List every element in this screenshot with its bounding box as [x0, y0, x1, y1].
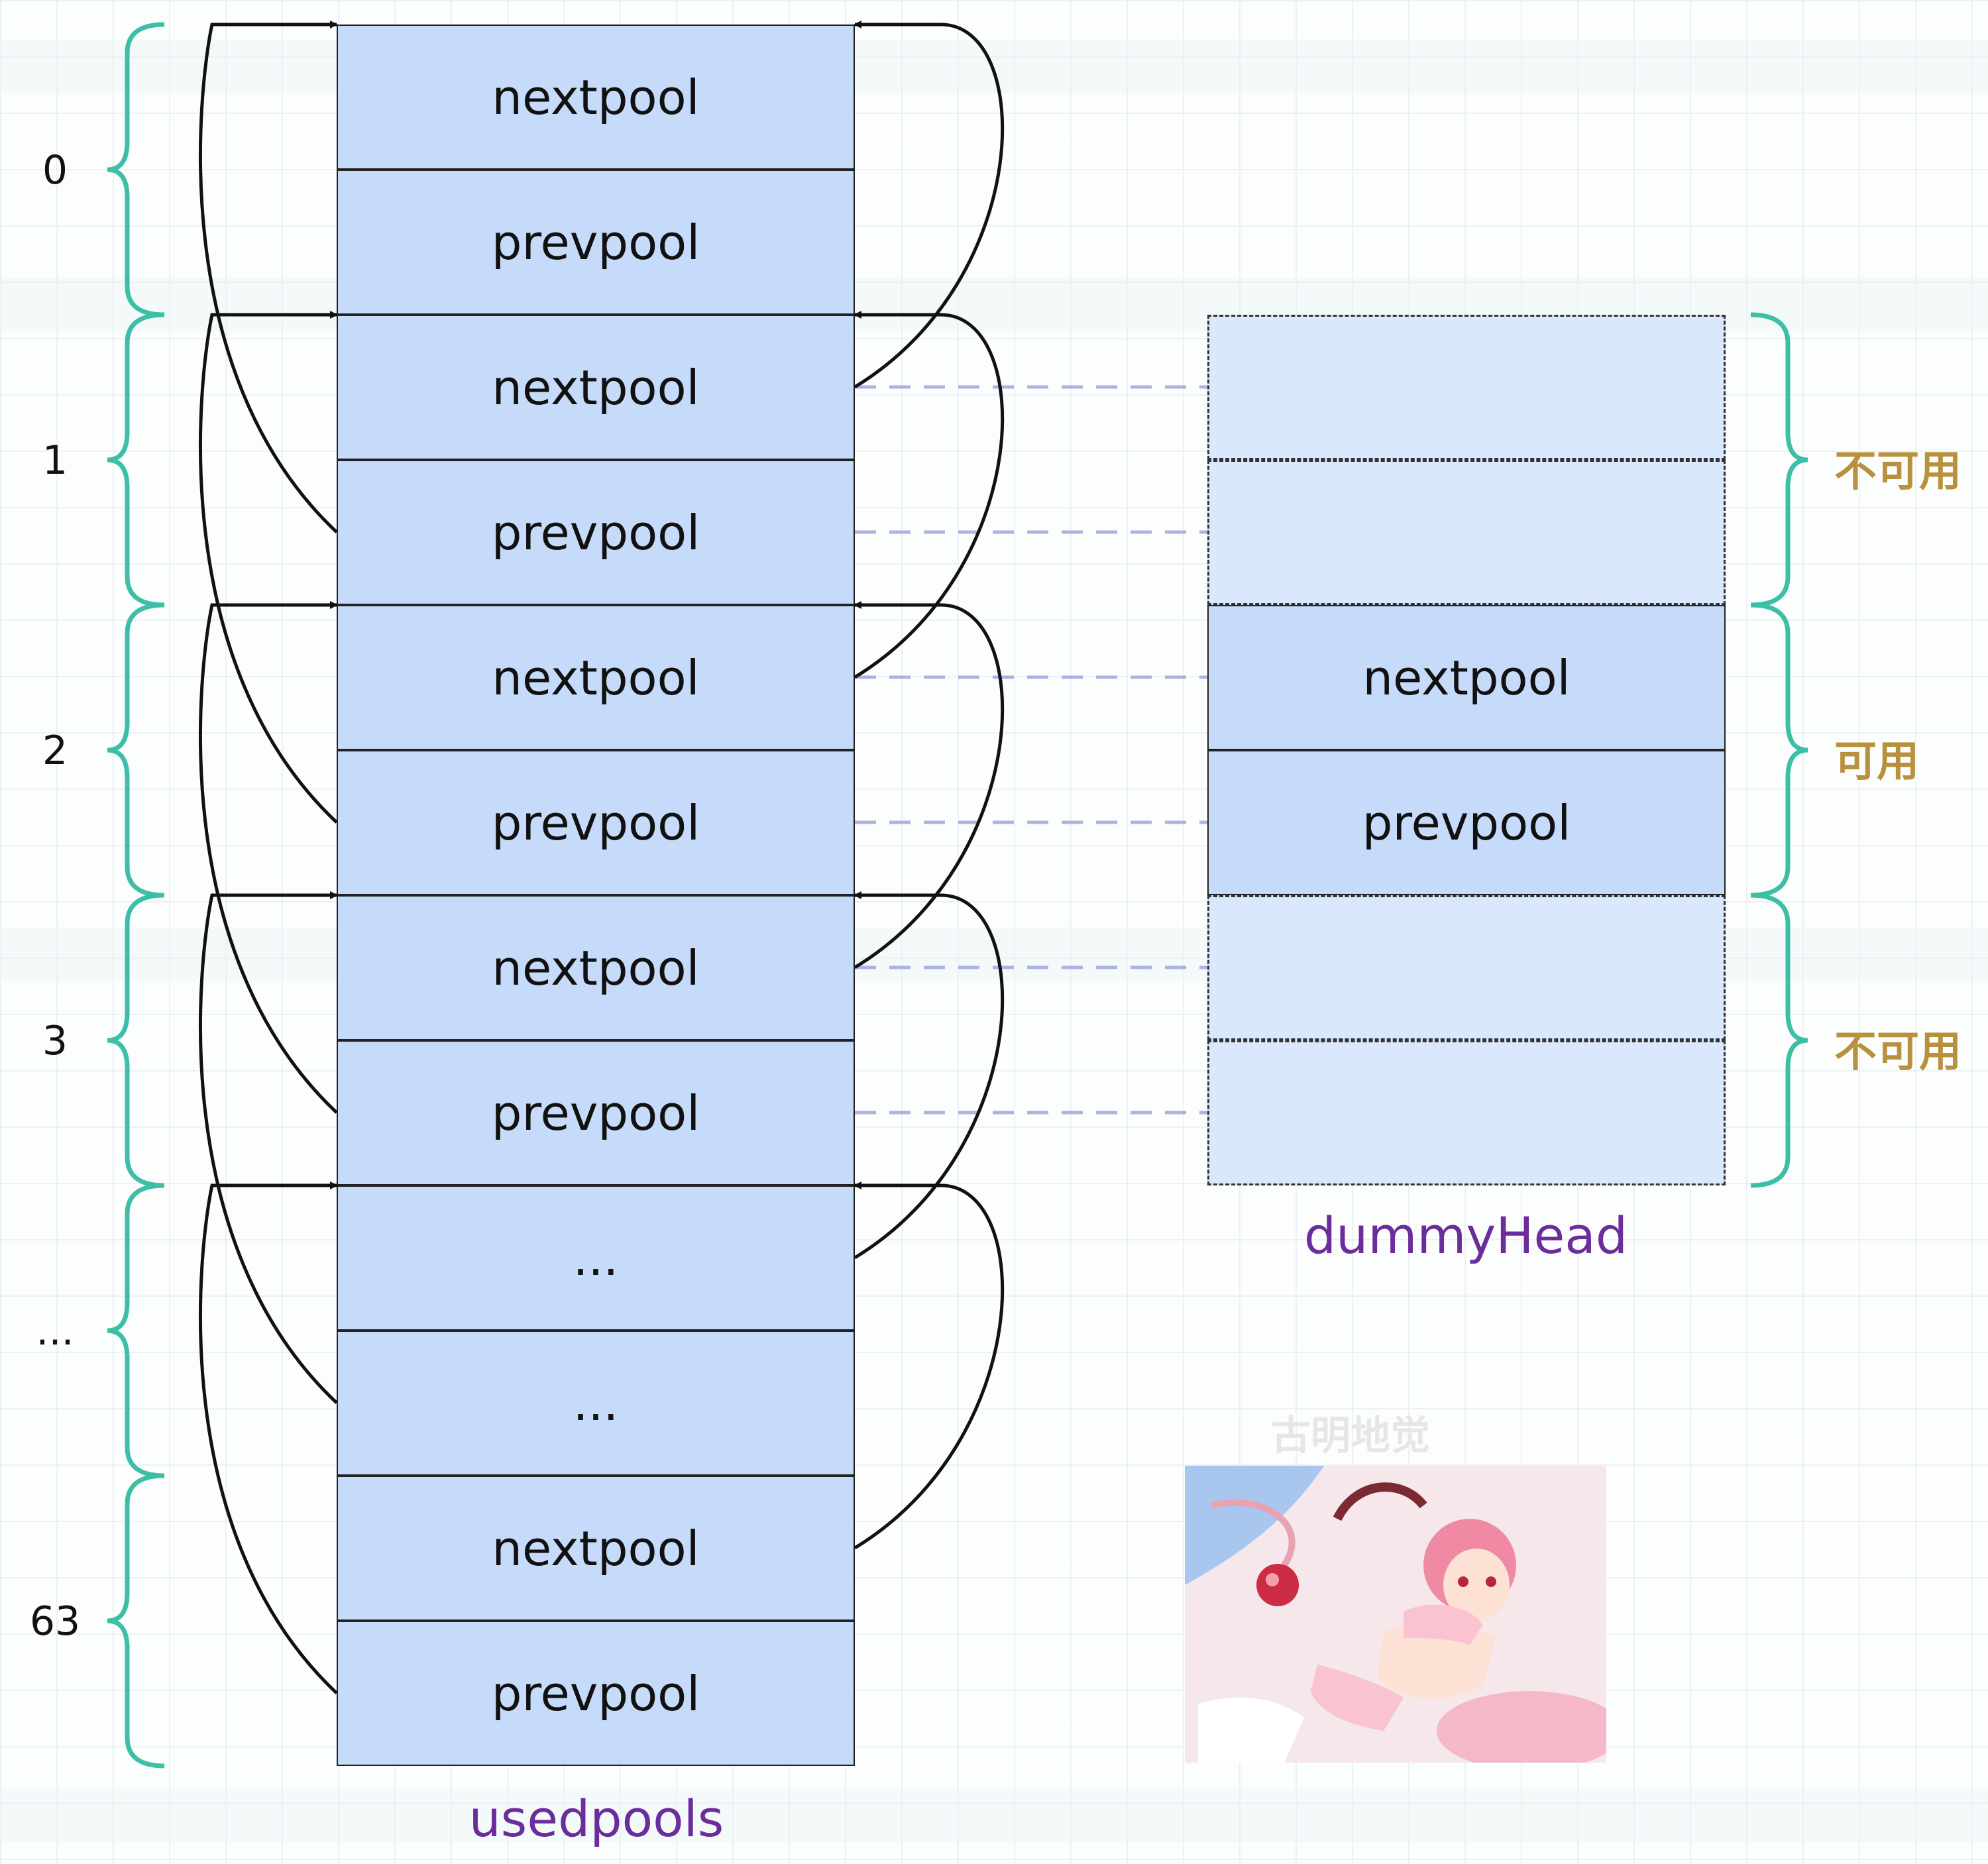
index-label: 2: [42, 728, 68, 774]
brace-group-1: [107, 312, 165, 608]
usedpools-cell: prevpool: [337, 460, 855, 605]
usedpools-cell: nextpool: [337, 605, 855, 750]
watermark-text: 古明地觉: [1271, 1413, 1430, 1459]
usedpools-caption: usedpools: [469, 1789, 724, 1848]
dummyhead-caption: dummyHead: [1303, 1206, 1628, 1265]
brace-unavailable-top: [1750, 312, 1808, 608]
background-band: [0, 40, 1988, 93]
status-braces-right: [1750, 312, 1808, 1188]
status-label-available: 可用: [1834, 738, 1919, 787]
usedpools-cell: nextpool: [337, 25, 855, 170]
dummyhead-cell: prevpool: [1207, 750, 1726, 895]
dummyhead-cell-unavailable: [1207, 460, 1726, 605]
dummyhead-cell-unavailable: [1207, 315, 1726, 460]
dummyhead-cell-unavailable: [1207, 895, 1726, 1040]
brace-group-0: [107, 22, 165, 317]
background-band: [0, 1789, 1988, 1842]
usedpools-cell: prevpool: [337, 750, 855, 895]
index-label: 3: [42, 1018, 68, 1064]
usedpools-cell: prevpool: [337, 170, 855, 315]
index-label: 1: [42, 437, 68, 484]
group-braces-left: [107, 22, 165, 1769]
dashed-links: [855, 385, 1207, 1115]
usedpools-cell: ...: [337, 1331, 855, 1476]
anime-illustration: [1185, 1466, 1606, 1763]
prevpool-arrows: [199, 21, 338, 1694]
brace-group-ellipsis: [107, 1183, 165, 1478]
index-label: 0: [42, 147, 68, 193]
brace-group-3: [107, 893, 165, 1188]
status-label-unavailable: 不可用: [1834, 1028, 1961, 1077]
dummyhead-cell: nextpool: [1207, 605, 1726, 750]
usedpools-cell: prevpool: [337, 1621, 855, 1766]
usedpools-cell: ...: [337, 1185, 855, 1331]
index-label: ...: [36, 1308, 74, 1354]
usedpools-cell: nextpool: [337, 1476, 855, 1621]
usedpools-cell: prevpool: [337, 1040, 855, 1185]
brace-available: [1750, 602, 1808, 898]
nextpool-arrows: [854, 21, 1005, 1550]
dummyhead-cell-unavailable: [1207, 1040, 1726, 1185]
status-label-unavailable: 不可用: [1834, 447, 1961, 496]
brace-group-63: [107, 1473, 165, 1769]
brace-group-2: [107, 602, 165, 898]
usedpools-cell: nextpool: [337, 895, 855, 1040]
usedpools-cell: nextpool: [337, 315, 855, 460]
index-label: 63: [29, 1598, 81, 1645]
brace-unavailable-bottom: [1750, 893, 1808, 1188]
